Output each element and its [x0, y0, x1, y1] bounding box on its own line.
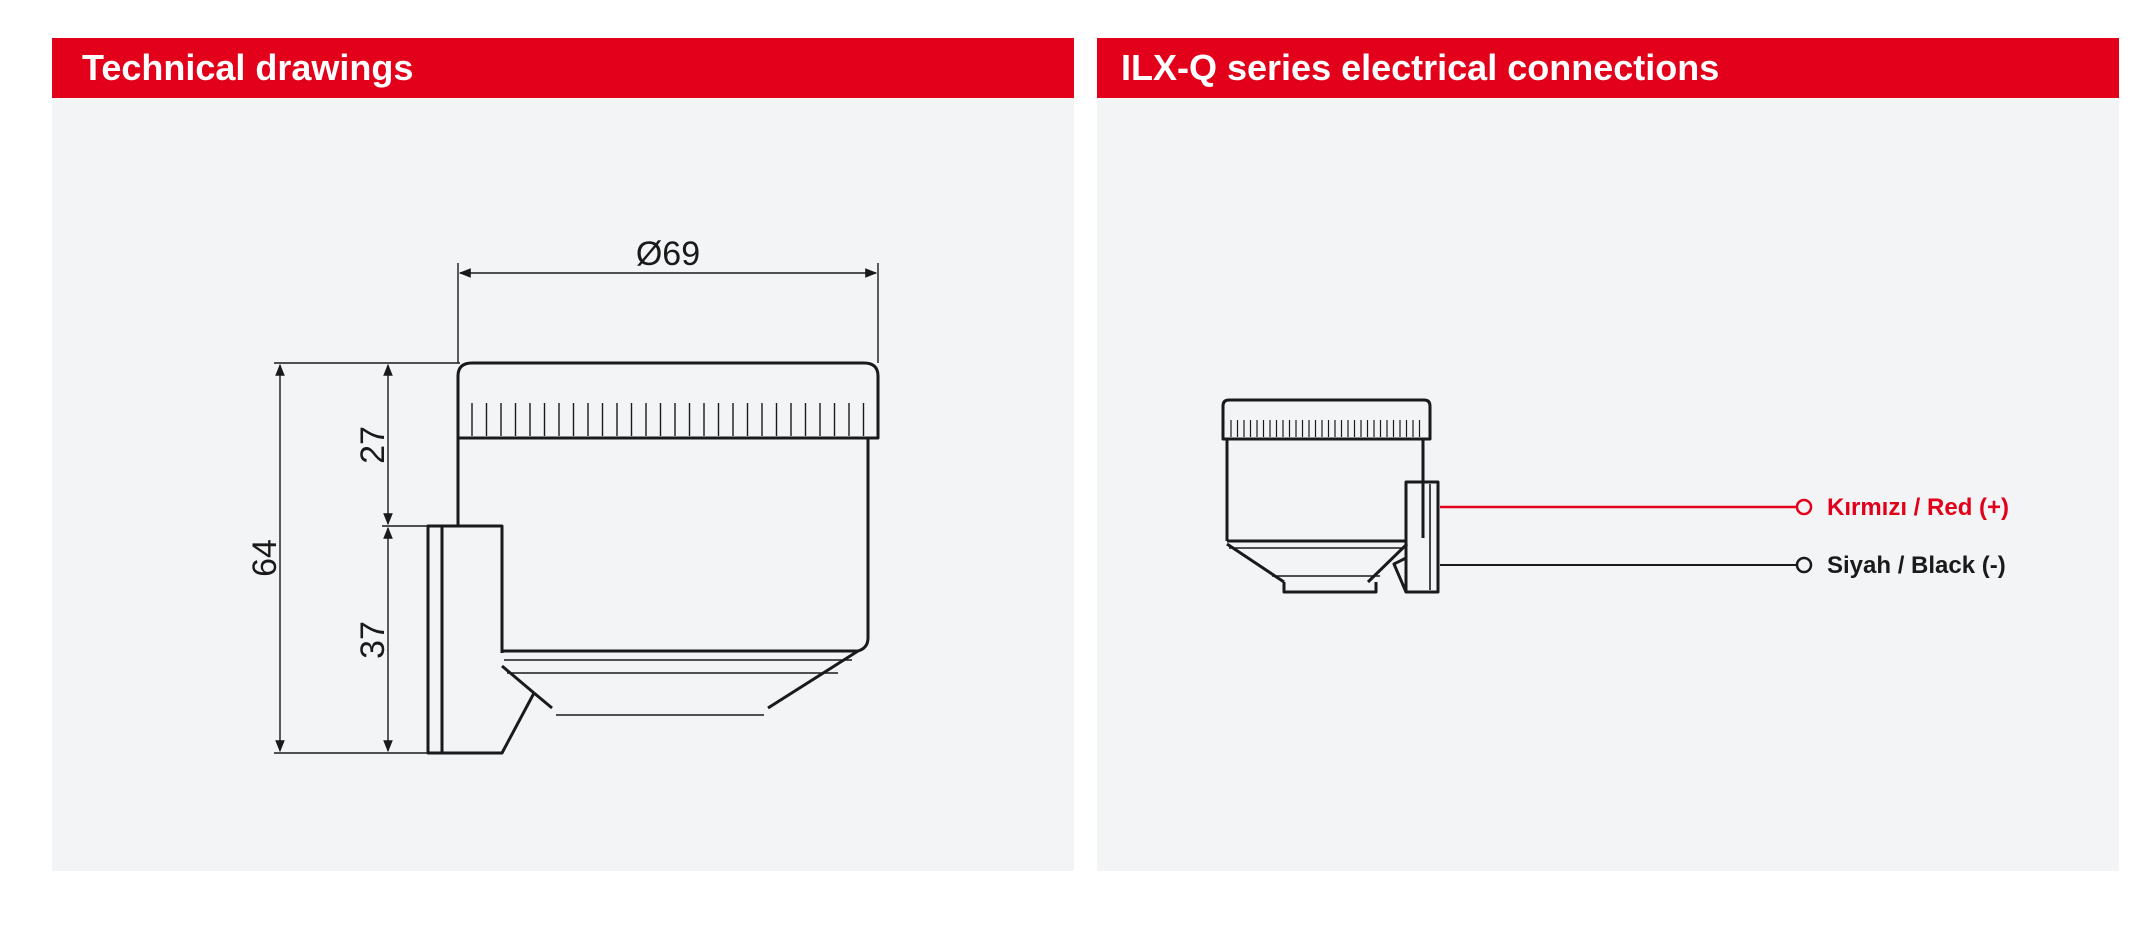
sensor-dimension-drawing: Ø69 64 27 37 [246, 235, 880, 755]
diameter-label: Ø69 [636, 235, 700, 273]
electrical-connections-title: ILX-Q series electrical connections [1097, 38, 2119, 98]
red-wire-label: Kırmızı / Red (+) [1827, 494, 2009, 521]
red-wire-terminal [1795, 498, 1813, 516]
black-wire [1440, 556, 1813, 574]
cap-knurling [471, 403, 865, 436]
electrical-connections-panel: ILX-Q series electrical connections [1097, 38, 2119, 871]
total-height-label: 64 [246, 539, 284, 577]
diameter-dimension [457, 263, 879, 363]
sensor-outline [426, 361, 880, 755]
wiring-diagram: Kırmızı / Red (+) Siyah / Black (-) [1221, 398, 2009, 594]
technical-drawing-area: Ø69 64 27 37 [52, 98, 1074, 871]
bottom-height-label: 37 [354, 621, 392, 659]
black-wire-label: Siyah / Black (-) [1827, 552, 2006, 579]
red-wire [1440, 498, 1813, 516]
sensor-outline-small [1221, 398, 1440, 594]
technical-drawings-title: Technical drawings [52, 38, 1074, 98]
black-wire-terminal [1795, 556, 1813, 574]
top-height-label: 27 [354, 426, 392, 464]
electrical-connections-area: Kırmızı / Red (+) Siyah / Black (-) [1097, 98, 2119, 871]
technical-drawings-panel: Technical drawings Ø69 [52, 38, 1074, 871]
cap-knurling-small [1230, 420, 1421, 437]
